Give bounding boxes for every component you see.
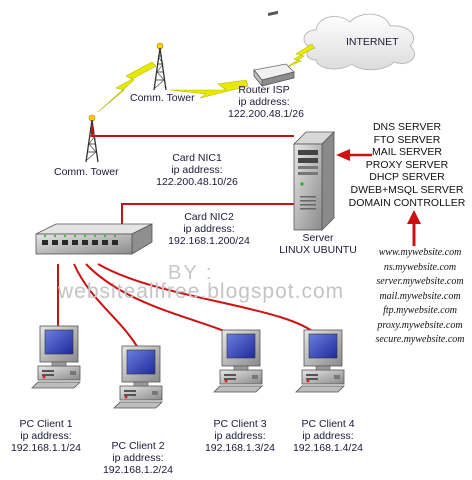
server-name: Server: [302, 232, 334, 244]
tower-1-label: Comm. Tower: [130, 92, 195, 104]
service-item: MAIL SERVER: [371, 146, 443, 159]
pc-client-1-label: PC Client 1 ip address: 192.168.1.1/24: [4, 418, 88, 454]
nic1-ip-label: ip address:: [171, 164, 223, 176]
link-switch-to-pc4: [97, 263, 319, 337]
pc-client-4-label: PC Client 4 ip address: 192.168.1.4/24: [286, 418, 370, 454]
pc-client-4-ip-label: ip address:: [302, 430, 354, 442]
pc-client-1-name: PC Client 1: [19, 418, 73, 430]
pc-client-1: [31, 325, 81, 389]
nic1-name: Card NIC1: [172, 152, 222, 164]
service-item: DHCP SERVER: [369, 171, 445, 184]
nic2-name: Card NIC2: [184, 211, 234, 223]
domains-list: www.mywebsite.com ns.mywebsite.com serve…: [368, 246, 472, 348]
domain-item: ftp.mywebsite.com: [383, 305, 457, 316]
service-item: DOMAIN CONTROLLER: [348, 196, 466, 209]
comm-tower-2: [85, 114, 99, 163]
internet-label: INTERNET: [346, 36, 399, 48]
services-list: DNS SERVER FTO SERVER MAIL SERVER PROXY …: [346, 121, 468, 209]
pc-client-3-name: PC Client 3: [213, 418, 267, 430]
nic2-ip: 192.168.1.200/24: [168, 235, 250, 247]
pc-client-2-ip: 192.168.1.2/24: [102, 464, 174, 476]
services-arrow: [336, 149, 372, 161]
comm-tower-1: [153, 42, 167, 91]
pc-client-4-ip: 192.168.1.4/24: [292, 442, 364, 454]
nic2-ip-label: ip address:: [183, 223, 235, 235]
domain-item: secure.mywebsite.com: [375, 334, 465, 345]
domain-item: server.mywebsite.com: [376, 276, 464, 287]
nic1-ip: 122.200.48.10/26: [156, 176, 238, 188]
lightning-bolt-router: [169, 79, 249, 99]
watermark-site: websiteallfree.blogspot.com: [58, 280, 345, 303]
pc-client-3-ip: 192.168.1.3/24: [204, 442, 276, 454]
domain-item: ns.mywebsite.com: [383, 261, 457, 273]
domain-item: proxy.mywebsite.com: [377, 319, 463, 331]
server-os: LINUX UBUNTU: [279, 244, 357, 256]
internet-cloud: [303, 13, 416, 71]
nic1-label: Card NIC1 ip address: 122.200.48.10/26: [150, 152, 244, 188]
domain-item: www.mywebsite.com: [378, 247, 462, 258]
service-item: PROXY SERVER: [365, 158, 449, 171]
pc-client-4-name: PC Client 4: [301, 418, 355, 430]
server-label: Server LINUX UBUNTU: [272, 232, 364, 256]
service-item: DWEB+MSQL SERVER: [350, 183, 464, 196]
service-item: DNS SERVER: [372, 121, 442, 133]
server-linux-ubuntu: [293, 131, 335, 231]
network-switch: [35, 223, 153, 255]
router-label: Router ISP ip address: 122.200.48.1/26: [228, 84, 304, 120]
pc-client-3-ip-label: ip address:: [214, 430, 266, 442]
pc-client-2-name: PC Client 2: [111, 440, 165, 452]
watermark-by: BY :: [168, 262, 214, 284]
domain-item: mail.mywebsite.com: [379, 290, 461, 302]
pc-client-2-label: PC Client 2 ip address: 192.168.1.2/24: [96, 440, 180, 476]
pc-client-4: [295, 329, 345, 393]
router-isp: [253, 10, 295, 88]
pc-client-3-label: PC Client 3 ip address: 192.168.1.3/24: [198, 418, 282, 454]
nic2-label: Card NIC2 ip address: 192.168.1.200/24: [162, 211, 256, 247]
domains-arrow: [407, 210, 421, 246]
pc-client-1-ip-label: ip address:: [20, 430, 72, 442]
link-switch-to-pc2: [73, 263, 139, 349]
pc-client-2: [113, 345, 163, 409]
service-item: FTO SERVER: [373, 133, 441, 146]
pc-client-3: [213, 329, 263, 393]
lightning-bolt-internet: [286, 43, 315, 68]
link-tower-to-server: [91, 126, 294, 137]
router-ip: 122.200.48.1/26: [228, 108, 304, 120]
router-name: Router ISP: [238, 84, 290, 96]
pc-client-1-ip: 192.168.1.1/24: [10, 442, 82, 454]
router-ip-label: ip address:: [238, 96, 290, 108]
pc-client-2-ip-label: ip address:: [112, 452, 164, 464]
tower-2-label: Comm. Tower: [54, 166, 119, 178]
lightning-bolt-towers: [97, 61, 157, 113]
